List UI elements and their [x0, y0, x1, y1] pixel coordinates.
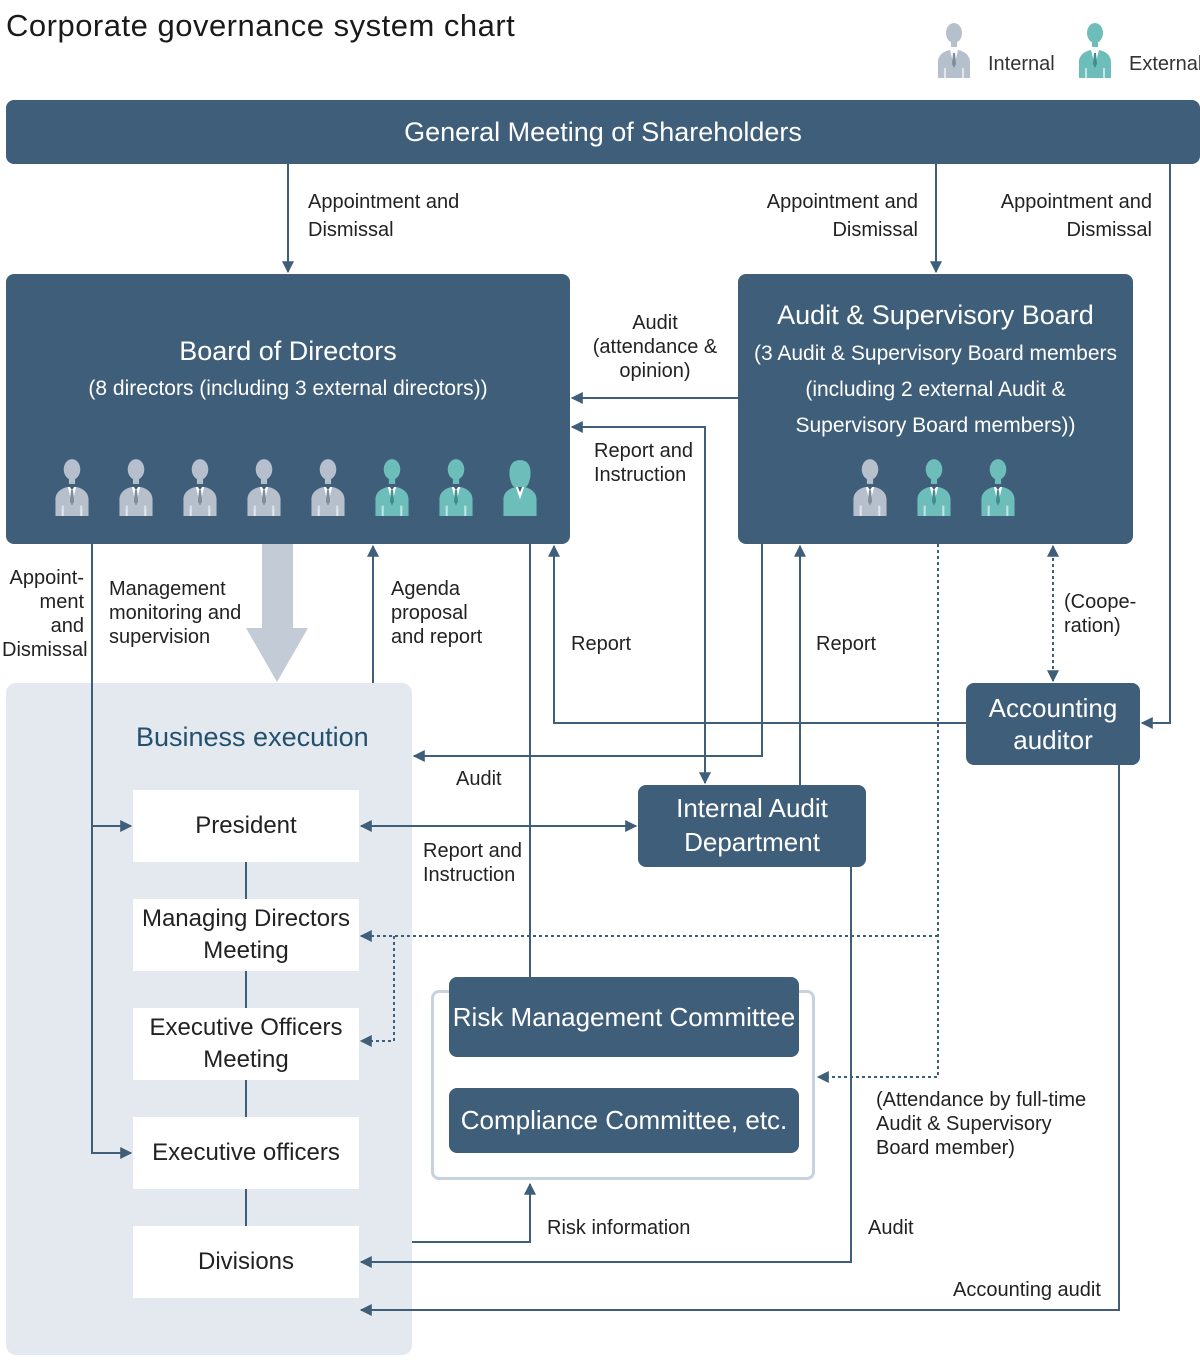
label-line: and	[50, 615, 84, 637]
external-person-icon	[970, 456, 1026, 521]
label-line: Appointment and	[308, 191, 460, 213]
report-label-1: Report	[571, 633, 632, 655]
label-line: Dismissal	[2, 639, 88, 661]
label-line: Dismissal	[1066, 219, 1152, 241]
internal-person-icon	[172, 456, 228, 521]
audit-label-2: Audit	[868, 1217, 914, 1239]
executive-officers-label: Executive officers	[152, 1138, 340, 1166]
board-members	[44, 456, 554, 521]
label-line: (attendance &	[592, 336, 718, 358]
risk-information-label: Risk information	[547, 1217, 691, 1239]
internal-audit-line1: Internal Audit	[676, 793, 828, 824]
external-person-icon	[428, 456, 484, 521]
label-line: Agenda	[391, 578, 460, 600]
board-of-directors-box: Board of Directors (8 directors (includi…	[6, 274, 570, 544]
audit-board-title: Audit & Supervisory Board	[777, 300, 1094, 330]
risk-management-committee-box: Risk Management Committee	[449, 977, 799, 1057]
internal-person-icon	[44, 456, 100, 521]
appointment-label-accounting: Appointment and Dismissal	[982, 190, 1152, 242]
audit-board-members	[842, 456, 1032, 521]
accounting-auditor-box: Accounting auditor	[966, 683, 1140, 765]
external-person-icon	[492, 456, 548, 521]
label-line: Report and	[423, 840, 522, 862]
eom-line1: Executive Officers	[149, 1013, 343, 1041]
external-person-icon	[1067, 20, 1123, 83]
internal-person-icon	[842, 456, 898, 521]
internal-person-icon	[236, 456, 292, 521]
attendance-label: (Attendance by full-time Audit & Supervi…	[876, 1088, 1086, 1160]
compliance-label: Compliance Committee, etc.	[460, 1105, 788, 1135]
label-line: Dismissal	[308, 219, 394, 241]
label-line: Appointment and	[766, 191, 918, 213]
appointment-label-board: Appointment and Dismissal	[308, 190, 459, 242]
eom-line2: Meeting	[203, 1046, 289, 1073]
president-box: President	[133, 790, 359, 862]
audit-board-sub2: (including 2 external Audit &	[805, 378, 1066, 401]
board-subtitle: (8 directors (including 3 external direc…	[88, 377, 488, 400]
label-line: Report and	[594, 440, 693, 462]
internal-person-icon	[300, 456, 356, 521]
label-line: Instruction	[423, 864, 516, 886]
report-instruction-label-1: Report and Instruction	[594, 439, 693, 487]
internal-audit-line2: Department	[684, 827, 820, 857]
label-line: and report	[391, 626, 483, 648]
label-line: Appoint-	[9, 567, 85, 589]
label-line: Dismissal	[832, 219, 918, 241]
accounting-audit-label: Accounting audit	[953, 1279, 1101, 1301]
accounting-auditor-line2: auditor	[1013, 725, 1093, 755]
audit-attendance-label: Audit (attendance & opinion)	[585, 311, 725, 383]
label-line: proposal	[391, 602, 468, 624]
executive-officers-box: Executive officers	[133, 1117, 359, 1189]
cooperation-label: (Coope- ration)	[1064, 590, 1136, 638]
risk-management-label: Risk Management Committee	[452, 1001, 796, 1032]
label-line: monitoring and	[109, 602, 242, 624]
general-meeting-box: General Meeting of Shareholders	[6, 100, 1200, 164]
label-line: Audit & Supervisory	[876, 1113, 1052, 1135]
label-line: Appointment and	[1000, 191, 1152, 213]
executive-officers-meeting-box: Executive Officers Meeting	[133, 1008, 359, 1080]
board-title: Board of Directors	[179, 336, 397, 366]
report-label-2: Report	[816, 633, 877, 655]
managing-directors-meeting-box: Managing Directors Meeting	[133, 899, 359, 971]
appointment-label-left: Appoint- ment and Dismissal	[2, 566, 88, 662]
mdm-line1: Managing Directors	[141, 904, 351, 932]
audit-board-sub1: (3 Audit & Supervisory Board members	[754, 342, 1117, 365]
external-person-icon	[364, 456, 420, 521]
label-line: Management	[109, 578, 226, 600]
internal-person-icon	[926, 20, 982, 83]
management-monitoring-label: Management monitoring and supervision	[109, 577, 241, 649]
president-label: President	[195, 811, 297, 839]
legend-internal-label: Internal	[988, 53, 1055, 75]
external-person-icon	[906, 456, 962, 521]
divisions-box: Divisions	[133, 1226, 359, 1298]
report-instruction-label-2: Report and Instruction	[423, 839, 522, 887]
label-line: (Attendance by full-time	[876, 1089, 1087, 1111]
accounting-auditor-line1: Accounting	[988, 692, 1118, 723]
general-meeting-label: General Meeting of Shareholders	[404, 116, 802, 147]
appointment-label-audit-board: Appointment and Dismissal	[748, 190, 918, 242]
label-line: ment	[39, 591, 84, 613]
label-line: Audit	[632, 312, 678, 334]
agenda-proposal-label: Agenda proposal and report	[391, 577, 482, 649]
audit-supervisory-board-box: Audit & Supervisory Board (3 Audit & Sup…	[738, 274, 1133, 544]
label-line: Board member)	[876, 1137, 1015, 1159]
label-line: supervision	[109, 626, 211, 648]
business-execution-title: Business execution	[136, 722, 369, 752]
internal-audit-box: Internal Audit Department	[638, 785, 866, 867]
internal-person-icon	[108, 456, 164, 521]
audit-board-sub3: Supervisory Board members))	[795, 414, 1076, 437]
page-title: Corporate governance system chart	[6, 8, 516, 43]
compliance-committee-box: Compliance Committee, etc.	[449, 1088, 799, 1153]
mdm-line2: Meeting	[203, 937, 289, 964]
label-line: ration)	[1064, 615, 1121, 637]
audit-label-1: Audit	[456, 768, 502, 790]
legend: Internal External	[926, 20, 1200, 80]
label-line: (Coope-	[1064, 591, 1137, 613]
divisions-label: Divisions	[197, 1247, 295, 1275]
legend-external-label: External	[1129, 53, 1200, 75]
label-line: opinion)	[619, 360, 691, 382]
label-line: Instruction	[594, 464, 687, 486]
